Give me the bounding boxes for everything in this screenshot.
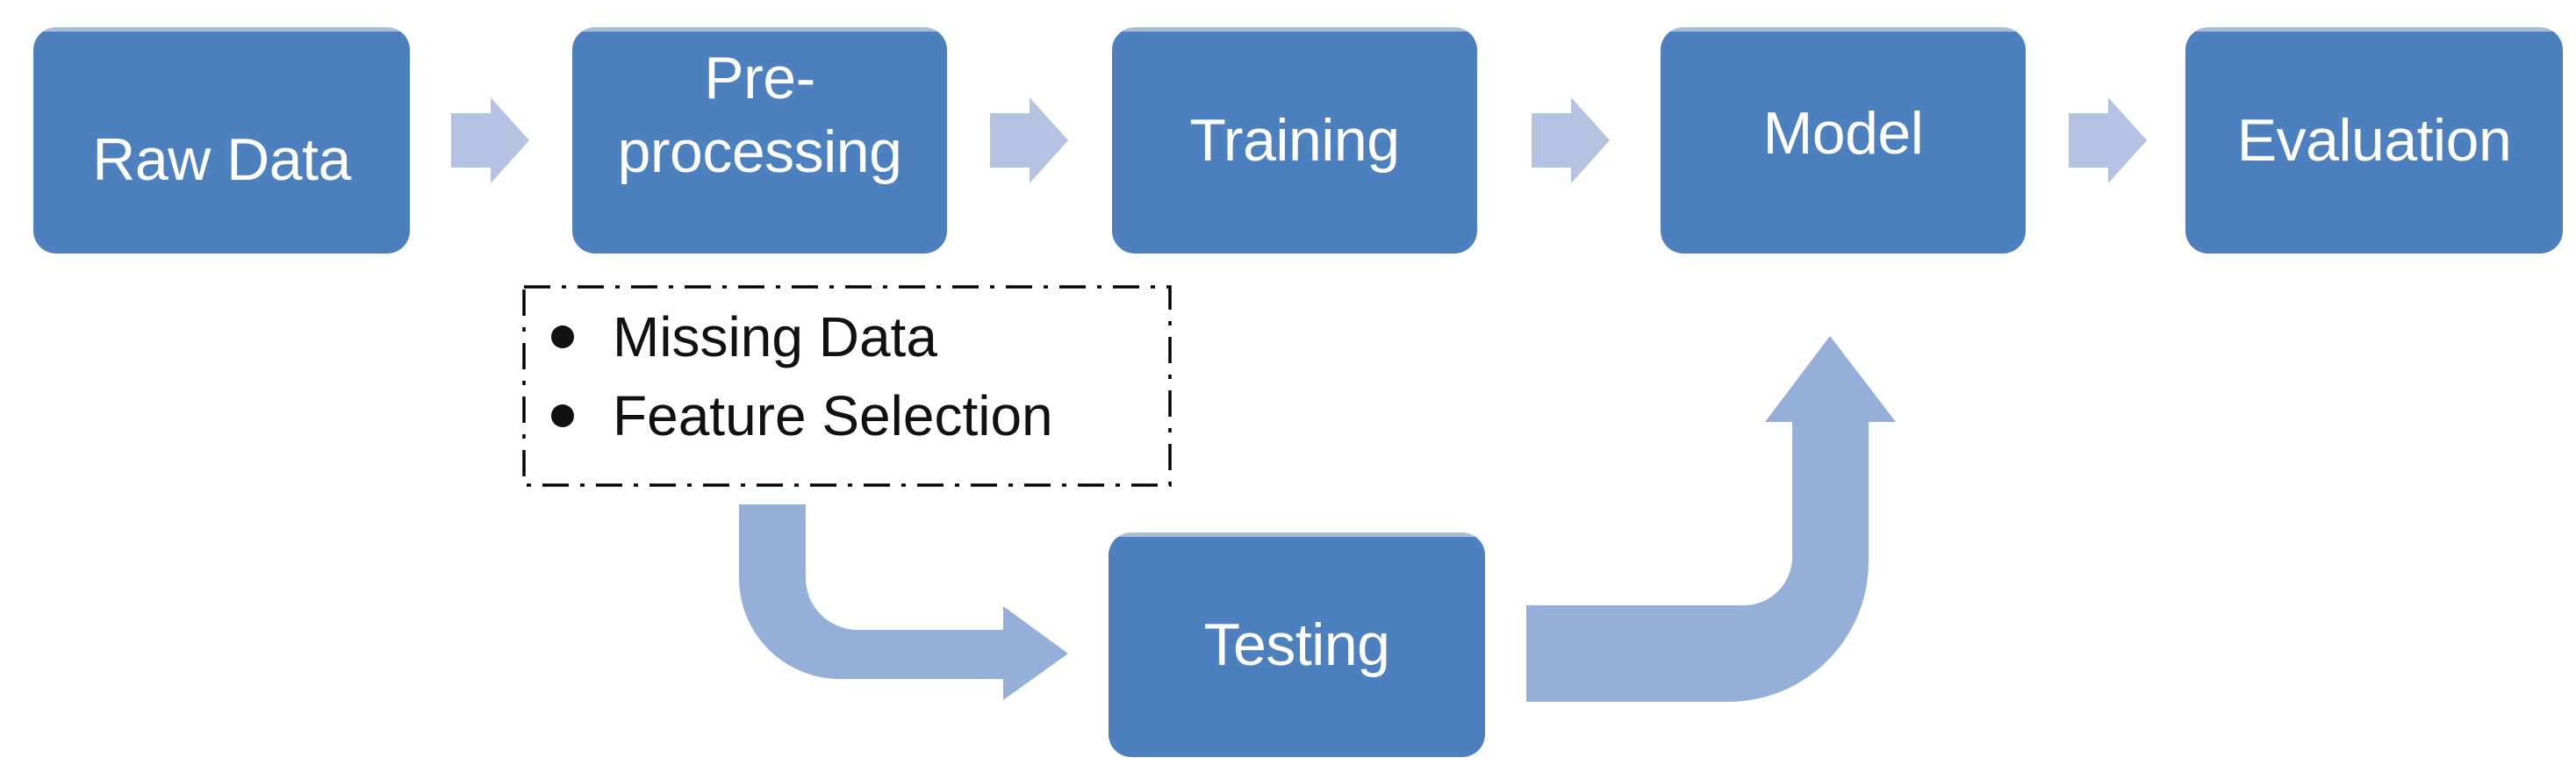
block-arrow-raw-to-pre-icon (451, 97, 529, 183)
note-item: Feature Selection (551, 384, 1053, 447)
note-item: Missing Data (551, 305, 937, 368)
flow-box-raw-data: Raw Data (33, 27, 410, 254)
label-line-1: Pre- (704, 45, 815, 111)
flow-box-model: Model (1661, 27, 2026, 254)
flow-box-training: Training (1112, 27, 1477, 254)
flow-box-label: Pre- processing (618, 41, 902, 189)
elbow-arrow-pre-to-testing (739, 504, 1068, 700)
block-arrow-training-to-model-icon (1532, 97, 1610, 183)
note-item-text: Missing Data (613, 305, 937, 368)
flow-box-evaluation: Evaluation (2185, 27, 2563, 254)
elbow-arrow-testing-to-model (1526, 336, 1896, 702)
note-item-text: Feature Selection (613, 384, 1053, 447)
block-arrow-model-to-evaluation-icon (2069, 97, 2147, 183)
label-line-2: processing (617, 118, 902, 186)
block-arrow-shape (451, 97, 529, 183)
flow-box-label: Training (1189, 107, 1400, 174)
bullet-icon (551, 325, 574, 348)
bullet-icon (551, 404, 574, 427)
block-arrow-pre-to-training-icon (990, 97, 1068, 183)
flow-box-label: Evaluation (2236, 107, 2512, 174)
dash-dot-rectangle (522, 285, 1172, 487)
flow-box-label: Model (1762, 100, 1924, 167)
flow-box-label: Testing (1203, 611, 1390, 678)
block-arrow-shape (990, 97, 1068, 183)
note-box-border (522, 285, 1172, 487)
flow-box-label: Raw Data (92, 126, 351, 193)
flow-box-pre-processing: Pre- processing (572, 27, 947, 254)
flow-box-testing: Testing (1109, 532, 1485, 757)
block-arrow-shape (1532, 97, 1610, 183)
block-arrow-shape (2069, 97, 2147, 183)
